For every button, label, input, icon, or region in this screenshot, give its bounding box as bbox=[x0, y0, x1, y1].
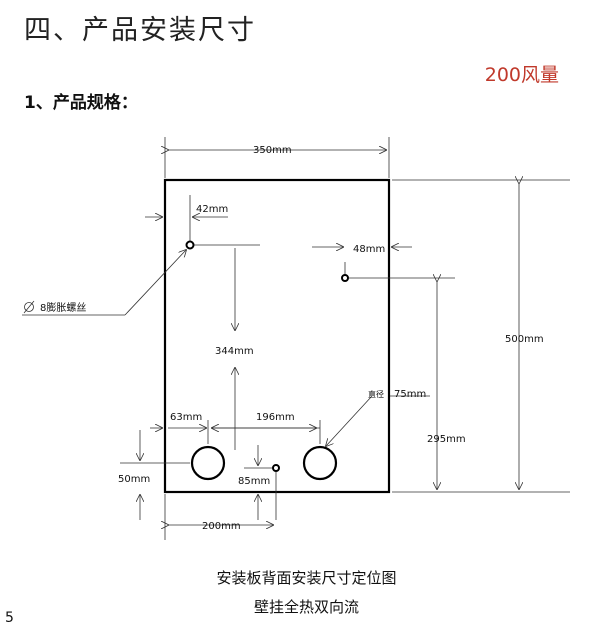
caption-line-2: 壁挂全热双向流 bbox=[253, 598, 359, 616]
duct-hole-right bbox=[302, 445, 338, 481]
screw-hole-right bbox=[341, 274, 349, 282]
dim-48-text: 48mm bbox=[353, 244, 385, 255]
dim-196-text: 196mm bbox=[256, 412, 295, 423]
dim-63-text: 63mm bbox=[170, 412, 202, 423]
dim-75-text: 75mm bbox=[394, 389, 426, 400]
dim-344-text: 344mm bbox=[215, 346, 254, 357]
dim-200-text: 200mm bbox=[202, 521, 241, 532]
duct-hole-left bbox=[190, 445, 226, 481]
diameter-prefix: 直径 bbox=[368, 389, 384, 399]
section-title: 四、产品安装尺寸 bbox=[24, 15, 256, 46]
small-hole-bottom bbox=[272, 464, 280, 472]
dim-width-text: 350mm bbox=[253, 145, 292, 156]
mounting-plate bbox=[163, 178, 391, 494]
dim-42-text: 42mm bbox=[196, 204, 228, 215]
model-label: 200风量 bbox=[484, 64, 559, 86]
screw-hole-top-left bbox=[185, 240, 195, 250]
caption-line-1: 安装板背面安装尺寸定位图 bbox=[216, 569, 397, 587]
dim-50-text: 50mm bbox=[118, 474, 150, 485]
dim-85-text: 85mm bbox=[238, 476, 270, 487]
spec-heading: 1、产品规格： bbox=[24, 93, 138, 113]
page-number: 5 bbox=[5, 610, 14, 626]
screw-label: 8膨胀螺丝 bbox=[40, 301, 86, 314]
diameter-symbol-icon bbox=[23, 300, 35, 314]
dim-295-text: 295mm bbox=[427, 434, 466, 445]
dim-height-text: 500mm bbox=[505, 334, 544, 345]
installation-diagram: 350mm 42mm 48mm 8膨胀螺丝 500mm 344mm 直径 75m… bbox=[22, 137, 570, 540]
